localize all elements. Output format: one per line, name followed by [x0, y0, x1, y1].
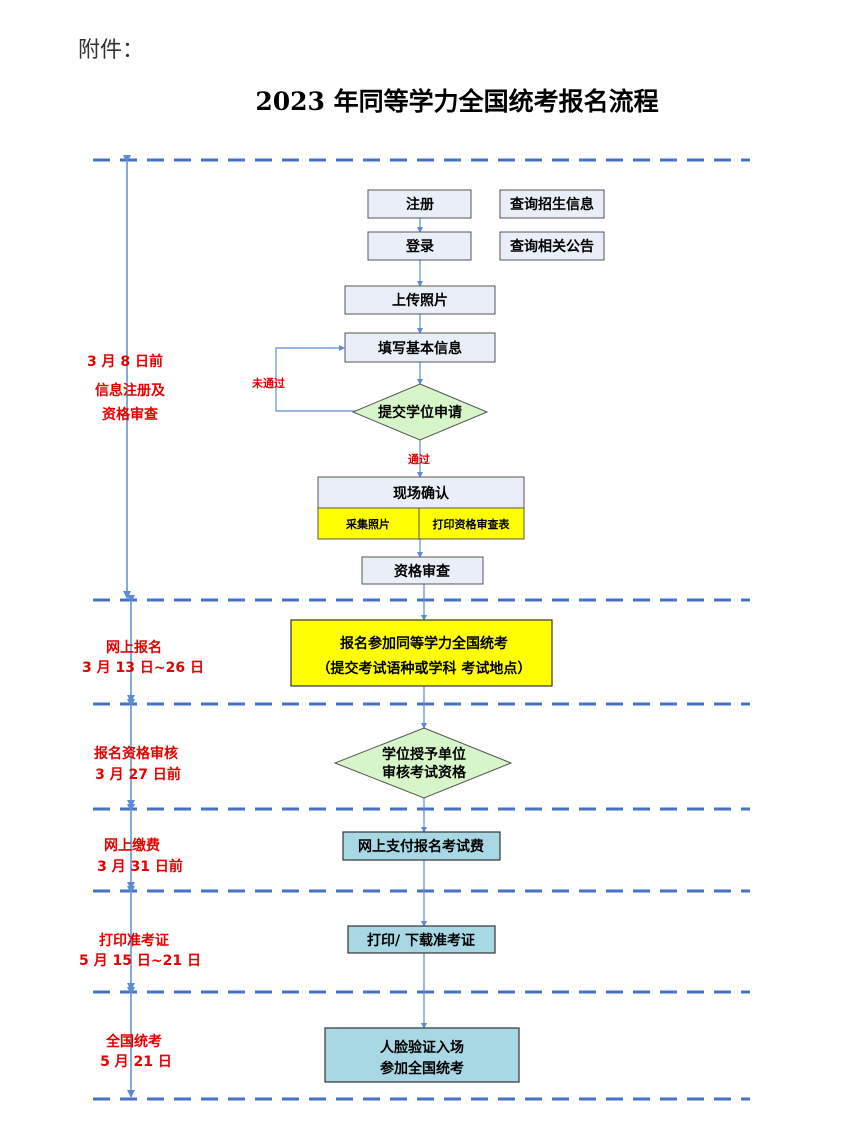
- phase-label: 5 月 15 日~21 日: [79, 953, 201, 969]
- timeline-arrows: [123, 155, 135, 1098]
- node-label: 资格审查: [394, 563, 451, 580]
- phase-label: 全国统考: [105, 1033, 162, 1050]
- node-label: 报名参加同等学力全国统考: [340, 635, 508, 652]
- node-onsite-confirm: 现场确认: [317, 476, 525, 509]
- node-label: 网上支付报名考试费: [358, 838, 484, 855]
- node-query-enrollment: 查询招生信息: [499, 189, 605, 219]
- phase-label: 3 月 31 日前: [97, 858, 183, 875]
- node-label: （提交考试语种或学科 考试地点）: [317, 660, 532, 677]
- node-pay-fee: 网上支付报名考试费: [342, 831, 501, 861]
- node-signup: 报名参加同等学力全国统考 （提交考试语种或学科 考试地点）: [290, 619, 553, 687]
- phase-label: 网上报名: [106, 639, 162, 656]
- node-label: 查询招生信息: [510, 196, 594, 213]
- node-register: 注册: [367, 189, 472, 219]
- phase-label: 网上缴费: [104, 837, 160, 854]
- node-label: 打印资格审查表: [433, 517, 511, 531]
- node-login: 登录: [367, 231, 472, 261]
- node-label: 采集照片: [345, 517, 390, 531]
- node-label: 查询相关公告: [510, 238, 594, 255]
- edge-label-not-passed: 未通过: [251, 376, 285, 390]
- phase-label: 信息注册及: [95, 382, 166, 399]
- node-label: 打印/ 下载准考证: [367, 932, 475, 949]
- node-print-ticket: 打印/ 下载准考证: [347, 925, 496, 954]
- node-label: 人脸验证入场: [380, 1039, 464, 1056]
- phase-label: 打印准考证: [99, 932, 169, 949]
- node-degree-unit-review: 学位授予单位 审核考试资格: [333, 727, 513, 799]
- phase-labels: 3 月 8 日前 信息注册及 资格审查 网上报名 3 月 13 日~26 日 报…: [79, 353, 204, 1070]
- phase-label: 3 月 13 日~26 日: [82, 660, 204, 676]
- node-label: 提交学位申请: [378, 404, 462, 421]
- node-label: 登录: [405, 238, 434, 255]
- node-query-notice: 查询相关公告: [499, 231, 605, 261]
- node-label: 参加全国统考: [380, 1060, 464, 1077]
- phase-label: 3 月 8 日前: [87, 353, 163, 370]
- node-label: 填写基本信息: [378, 340, 462, 357]
- phase-label: 报名资格审核: [94, 745, 178, 762]
- node-label: 注册: [406, 196, 434, 213]
- flow-connectors: [275, 218, 427, 1029]
- phase-label: 资格审查: [102, 406, 159, 423]
- node-label: 学位授予单位: [382, 746, 466, 763]
- phase-label: 3 月 27 日前: [95, 766, 181, 783]
- node-label: 审核考试资格: [382, 764, 467, 781]
- node-print-review-form: 打印资格审查表: [418, 507, 525, 540]
- node-label: 现场确认: [393, 485, 450, 502]
- node-qualification-review: 资格审查: [361, 556, 484, 585]
- edge-label-passed: 通过: [408, 452, 430, 466]
- attachment-label: 附件：: [78, 38, 144, 63]
- node-fill-info: 填写基本信息: [344, 332, 496, 363]
- node-upload-photo: 上传照片: [344, 285, 496, 315]
- node-label: 上传照片: [392, 292, 448, 309]
- node-submit-application: 提交学位申请: [351, 383, 489, 441]
- page-title: 2023 年同等学力全国统考报名流程: [255, 87, 658, 116]
- node-collect-photo: 采集照片: [317, 507, 420, 540]
- node-exam: 人脸验证入场 参加全国统考: [324, 1027, 520, 1083]
- phase-separators: [93, 158, 750, 1101]
- connector-loop-back: [275, 345, 355, 412]
- phase-label: 5 月 21 日: [100, 1054, 172, 1070]
